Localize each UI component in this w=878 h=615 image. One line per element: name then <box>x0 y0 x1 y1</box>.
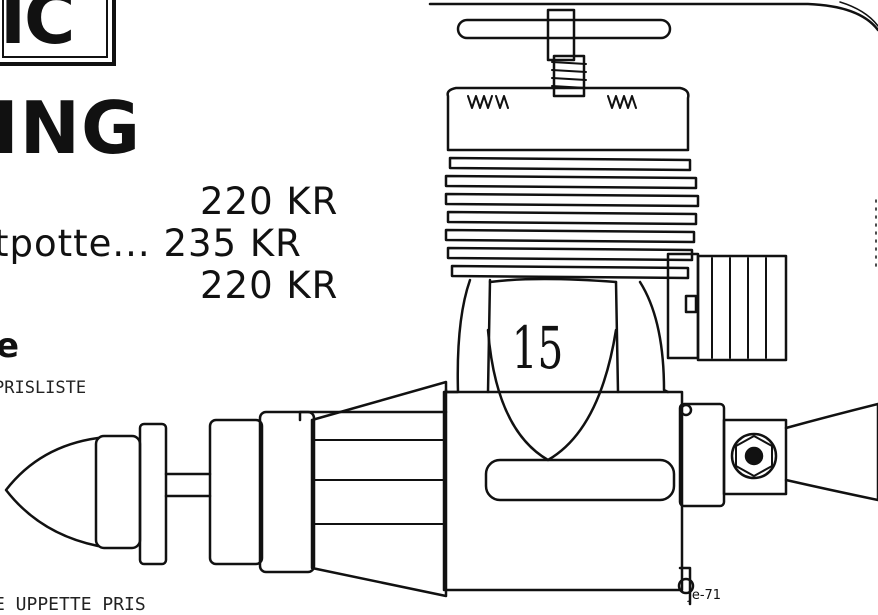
price-value-2: 235 KR <box>163 222 302 265</box>
cylinder-head <box>446 86 690 152</box>
engine-label: 15 <box>512 315 564 382</box>
price-value-1: 220 KR <box>200 180 339 223</box>
logo-text: IC <box>0 0 75 60</box>
logo-frame-inner <box>2 0 108 58</box>
t-handle <box>456 18 672 40</box>
price-label-2: tpotte... <box>0 222 151 265</box>
subheading: e <box>0 326 20 366</box>
artist-signature: Je-71 <box>688 588 722 603</box>
headline: ING <box>0 86 142 170</box>
price-row-3: 220 KR <box>200 264 338 307</box>
propeller <box>784 402 878 502</box>
frame-border <box>428 2 878 32</box>
price-row-1: 220 KR <box>200 180 338 223</box>
logo-frame: IC <box>0 0 116 66</box>
crankcase <box>442 390 684 592</box>
price-list-text: PRISLISTE <box>0 378 87 398</box>
price-value-3: 220 KR <box>200 264 339 307</box>
rear-housing <box>722 418 788 496</box>
prop-washer <box>138 422 168 566</box>
spinner <box>4 436 100 548</box>
price-row-2: tpotte... 235 KR <box>0 222 302 265</box>
front-housing <box>310 380 448 598</box>
